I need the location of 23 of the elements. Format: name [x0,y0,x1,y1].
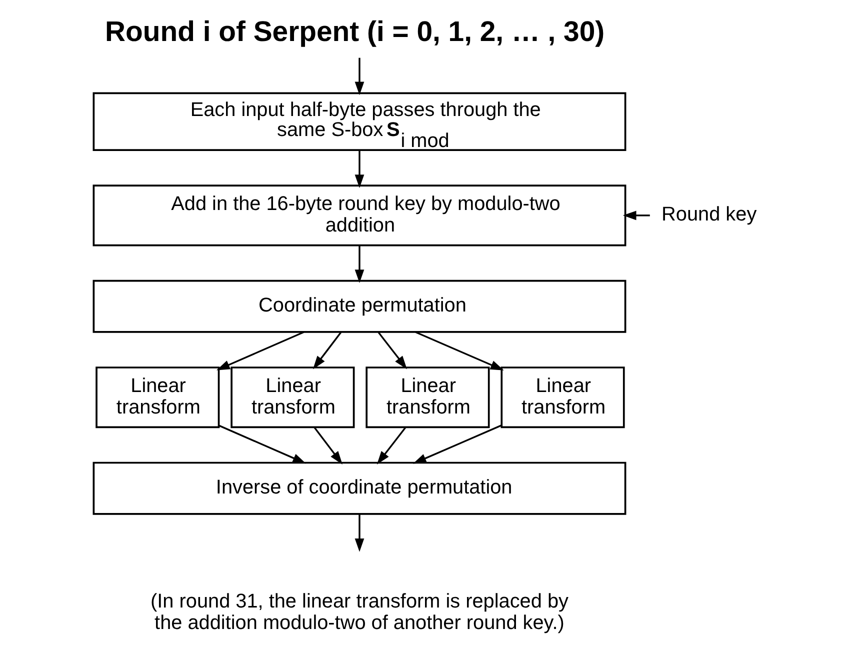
arrow [412,424,502,464]
arrow [622,210,650,220]
arrow [377,332,407,370]
arrow [354,246,364,284]
node-box: Linear transform [500,366,624,428]
node-box: Inverse of coordinate permutation [92,462,626,515]
node-box: Linear transform [230,366,354,428]
arrow [218,424,306,464]
arrow [354,514,364,552]
arrow [376,427,406,464]
arrow [216,331,304,370]
node-box: Coordinate permutation [92,280,626,333]
node-box: Linear transform [95,366,220,428]
caption: (In round 31, the linear transform is replaced by the addition modulo-two of another round key.) [150,590,568,634]
node-box: Linear transform [365,366,490,428]
arrow [313,427,342,464]
arrow [414,331,504,370]
arrow [354,58,364,96]
arrow [312,332,342,370]
node-text: Round key [661,204,756,226]
node-box: Add in the 16-byte round key by modulo-two addition [92,184,626,246]
diagram-title: Round i of Serpent (i = 0, 1, 2, … , 30) [104,16,604,48]
arrow [354,150,364,188]
